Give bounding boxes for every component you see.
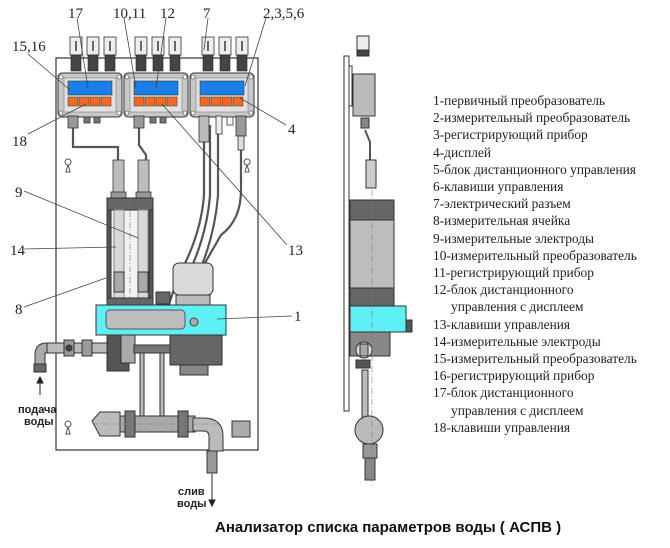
legend-item: 12-блок дистанционного (433, 282, 574, 298)
callout-17: 17 (68, 6, 84, 22)
legend-item: 3-регистрирующий прибор (433, 127, 588, 143)
legend-item: 2-измерительный преобразователь (433, 110, 631, 126)
legend-item: 5-блок дистанционного управления (433, 161, 636, 177)
screw-icon (190, 74, 196, 80)
control-key (166, 96, 178, 107)
control-key (232, 96, 244, 107)
legend-item: 4-дисплей (433, 144, 492, 160)
screw-icon (124, 74, 130, 80)
measuring-cell (106, 197, 154, 310)
callout-14: 14 (10, 243, 26, 259)
screw-icon (116, 74, 122, 80)
screw-icon (116, 110, 122, 116)
callout-2-3-5-6: 2,3,5,6 (263, 6, 305, 22)
legend-item: 7-электрический разъем (433, 196, 571, 212)
legend-item: 1-первичный преобразователь (433, 93, 606, 108)
drain-label: слив (178, 486, 205, 498)
control-key (133, 96, 145, 107)
screw-icon (189, 317, 199, 327)
screw-icon (190, 110, 196, 116)
callout-4: 4 (288, 122, 296, 138)
callout-18: 18 (12, 134, 27, 150)
keyhole-icon (243, 158, 251, 173)
control-key (78, 96, 90, 107)
display-screen (199, 80, 245, 96)
callout-12: 12 (160, 6, 175, 22)
screw-icon (124, 110, 130, 116)
control-key (199, 96, 211, 107)
legend-item: 10-измерительный преобразователь (433, 247, 637, 263)
legend-item: 11-регистрирующий прибор (433, 265, 594, 281)
legend-item: 8-измерительная ячейка (433, 213, 571, 229)
inlet-fitting (33, 339, 108, 373)
legend-item: 14-измерительные электроды (433, 333, 601, 349)
callout-9: 9 (15, 185, 23, 201)
inlet-arrow-icon (36, 375, 44, 395)
leader-lines (23, 17, 293, 320)
legend-item: 17-блок дистанционного (433, 385, 574, 401)
screw-icon (248, 74, 254, 80)
drain-label-2: воды (177, 498, 207, 510)
lower-block (106, 334, 223, 419)
parts-legend: 1-первичный преобразователь 2-измерительн… (433, 92, 670, 436)
controller-box (123, 72, 189, 118)
control-key (221, 96, 233, 107)
screw-icon (182, 74, 188, 80)
control-key (155, 96, 167, 107)
inlet-label-2: воды (24, 416, 54, 428)
controller-boxes (57, 72, 255, 118)
connector (134, 36, 148, 72)
connector (69, 36, 83, 72)
legend-item: 9-измерительные электроды (433, 230, 595, 246)
legend-item: 6-клавиши управления (433, 179, 564, 195)
cable-glands (67, 115, 247, 151)
callout-7: 7 (203, 6, 211, 22)
control-key (210, 96, 222, 107)
primary-converter-window (105, 309, 186, 330)
display-screen (67, 80, 113, 96)
connector (103, 36, 117, 72)
callout-13: 13 (288, 243, 303, 259)
legend-item: 18-клавиши управления (433, 419, 571, 435)
controller-box (57, 72, 123, 118)
drain-pipe (91, 410, 251, 474)
control-key (144, 96, 156, 107)
connector (235, 36, 249, 72)
connector (86, 36, 100, 72)
keyhole-icon (64, 158, 72, 173)
diagram-caption: Анализатор списка параметров воды ( АСПВ… (215, 519, 562, 536)
side-view (343, 35, 413, 485)
legend-item: 13-клавиши управления (433, 316, 571, 332)
controller-box (189, 72, 255, 118)
legend-item: 15-измерительный преобразователь (433, 351, 637, 367)
control-key (67, 96, 79, 107)
control-key (89, 96, 101, 107)
control-key (100, 96, 112, 107)
drain-arrow-icon (208, 474, 216, 508)
inlet-label: подача (18, 404, 57, 416)
callout-10-11: 10,11 (113, 6, 146, 22)
callout-8: 8 (15, 302, 23, 318)
callout-1: 1 (294, 309, 302, 325)
connector (218, 36, 232, 72)
screw-icon (58, 74, 64, 80)
legend-item-continuation: управления с дисплеем (451, 402, 584, 418)
screw-icon (248, 110, 254, 116)
screw-icon (182, 110, 188, 116)
keyhole-icon (64, 420, 72, 435)
callout-15-16: 15,16 (12, 39, 46, 55)
legend-item: 16-регистрирующий прибор (433, 368, 595, 384)
connector (168, 36, 182, 72)
connector (201, 36, 215, 72)
screw-icon (58, 110, 64, 116)
legend-item-continuation: управления с дисплеем (451, 299, 584, 315)
pump-head (155, 262, 214, 306)
